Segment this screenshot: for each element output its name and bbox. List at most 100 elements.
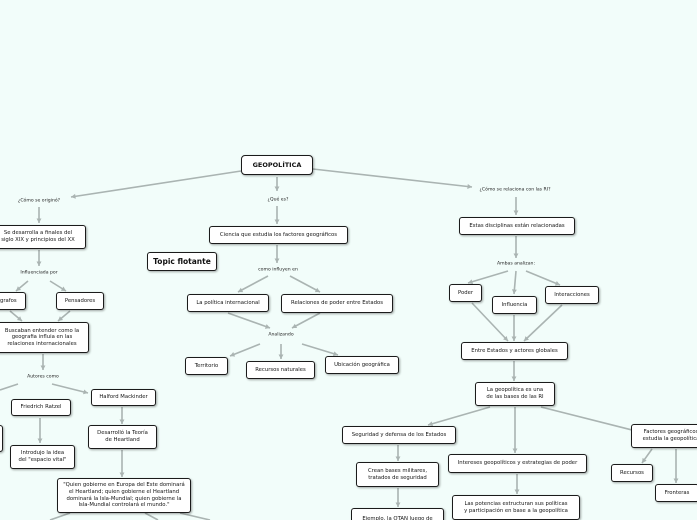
connector-line (301, 343, 339, 356)
node-influencia[interactable]: Influencia (492, 296, 537, 314)
connector-line (291, 312, 321, 329)
connector-line (49, 512, 71, 520)
node-factores-geograficos[interactable]: Factores geográficos estudia la geopolít… (631, 424, 697, 448)
node-recursos-naturales[interactable]: Recursos naturales (246, 361, 315, 379)
node-intereses-geopoliticos[interactable]: Intereses geopolíticos y estrategias de … (448, 454, 587, 473)
connector-arrowhead (673, 478, 679, 483)
node-la-geopolitica-es[interactable]: La geopolítica es una de las bases de la… (475, 382, 555, 406)
node-halford-mackinder[interactable]: Halford Mackinder (91, 389, 156, 406)
connector-arrowhead (292, 323, 298, 329)
connector-arrowhead (511, 376, 517, 381)
node-geografos[interactable]: Geógrafos (0, 292, 26, 310)
connector-line (70, 170, 242, 198)
node-partial-left[interactable] (0, 425, 3, 452)
connector-arrowhead (264, 324, 270, 329)
connector-arrowhead (274, 219, 280, 224)
connector-line (144, 512, 159, 520)
connector-line (0, 383, 19, 391)
connector-arrowhead (274, 258, 280, 263)
connector-arrowhead (40, 365, 46, 370)
connector-line (179, 512, 211, 520)
node-crean-bases[interactable]: Crean bases militares, tratados de segur… (356, 462, 439, 487)
label-como-se-origino: ¿Cómo se originó? (17, 198, 61, 204)
connector-line (227, 312, 271, 329)
connector-arrowhead (467, 184, 472, 189)
connector-arrowhead (395, 502, 401, 507)
node-interacciones[interactable]: Interacciones (545, 286, 599, 304)
node-ciencia[interactable]: Ciencia que estudia los factores geográf… (209, 226, 348, 244)
connector-line (51, 383, 89, 394)
connector-arrowhead (36, 218, 42, 223)
node-quien-gobierne[interactable]: "Quien gobierne en Europa del Este domin… (57, 478, 191, 513)
connector-arrowhead (278, 354, 284, 359)
node-friedrich-ratzel[interactable]: Friedrich Ratzel (11, 399, 71, 416)
connector-line (525, 270, 561, 286)
connector-line (540, 406, 641, 433)
connector-arrowhead (511, 336, 517, 341)
node-politica-internacional[interactable]: La política internacional (187, 294, 269, 312)
connector-arrowhead (524, 336, 529, 341)
connector-arrowhead (16, 286, 22, 291)
connector-arrowhead (119, 472, 125, 477)
connector-arrowhead (513, 253, 519, 258)
node-fronteras[interactable]: Fronteras (655, 484, 697, 502)
label-analizando: Analizando (268, 332, 294, 338)
root-topic-geopolitica[interactable]: GEOPOLÍTICA (241, 155, 313, 175)
node-buscaban[interactable]: Buscaban entender como la geografia infl… (0, 322, 89, 353)
connector-arrowhead (395, 456, 401, 461)
connector-arrowhead (230, 352, 236, 357)
label-como-se-relaciona: ¿Cómo se relaciona con las RI? (479, 187, 551, 193)
label-como-influyen-en: como influyen en (258, 267, 298, 273)
connector-arrowhead (37, 438, 43, 443)
connector-line (427, 406, 491, 426)
label-influenciada-por: Influenciada por (20, 270, 58, 276)
connector-arrowhead (468, 279, 474, 285)
connector-arrowhead (514, 489, 520, 494)
label-ambas-analizan: Ambas analizan: (497, 261, 535, 267)
node-pensadores[interactable]: Pensadores (56, 292, 104, 310)
node-recursos[interactable]: Recursos (611, 464, 653, 482)
connector-arrowhead (16, 316, 22, 321)
connector-arrowhead (642, 457, 647, 463)
floating-topic[interactable]: Topic flotante (147, 252, 217, 271)
connector-arrowhead (428, 421, 434, 427)
node-introdujo[interactable]: Introdujo la idea del "espacio vital" (10, 445, 75, 469)
label-que-es: ¿Qué es? (267, 197, 289, 203)
connector-arrowhead (274, 186, 280, 191)
connector-line (523, 304, 563, 342)
node-relaciones-poder[interactable]: Relaciones de poder entre Estados (281, 294, 393, 313)
node-ejemplo-otan[interactable]: Ejemplo, la OTAN luego de (351, 508, 444, 520)
connector-arrowhead (238, 287, 244, 293)
node-territorio[interactable]: Territorio (185, 357, 228, 375)
connector-arrowhead (512, 448, 518, 453)
node-potencias[interactable]: Las potencias estructuran sus políticas … (452, 495, 580, 520)
connector-arrowhead (314, 287, 320, 293)
connector-arrowhead (511, 289, 517, 294)
node-se-desarrolla[interactable]: Se desarrolla a finales del siglo XIX y … (0, 225, 86, 249)
connector-arrowhead (83, 389, 88, 395)
label-autores-como: Autores como (27, 374, 59, 380)
connector-line (312, 168, 473, 188)
connector-line (467, 270, 509, 284)
connector-arrowhead (513, 210, 519, 215)
connector-arrowhead (71, 193, 76, 199)
node-seguridad-defensa[interactable]: Seguridad y defensa de los Estados (342, 426, 456, 444)
connector-arrowhead (332, 351, 338, 357)
node-estas-disciplinas[interactable]: Estas disciplinas están relacionadas (459, 217, 575, 235)
node-desarrollo-heartland[interactable]: Desarrolló la Teoría de Heartland (88, 425, 157, 449)
node-ubicacion-geografica[interactable]: Ubicación geográfica (325, 356, 399, 374)
connector-arrowhead (554, 280, 560, 286)
connector-line (289, 275, 321, 293)
connector-arrowhead (503, 336, 508, 341)
connector-line (237, 275, 269, 293)
connector-arrowhead (58, 316, 64, 321)
connector-line (471, 302, 509, 342)
connector-arrowhead (36, 261, 42, 266)
node-poder[interactable]: Poder (449, 284, 482, 302)
node-entre-estados[interactable]: Entre Estados y actores globales (461, 342, 568, 360)
connector-line (229, 343, 261, 357)
connector-arrowhead (60, 286, 66, 291)
connector-arrowhead (119, 419, 125, 424)
